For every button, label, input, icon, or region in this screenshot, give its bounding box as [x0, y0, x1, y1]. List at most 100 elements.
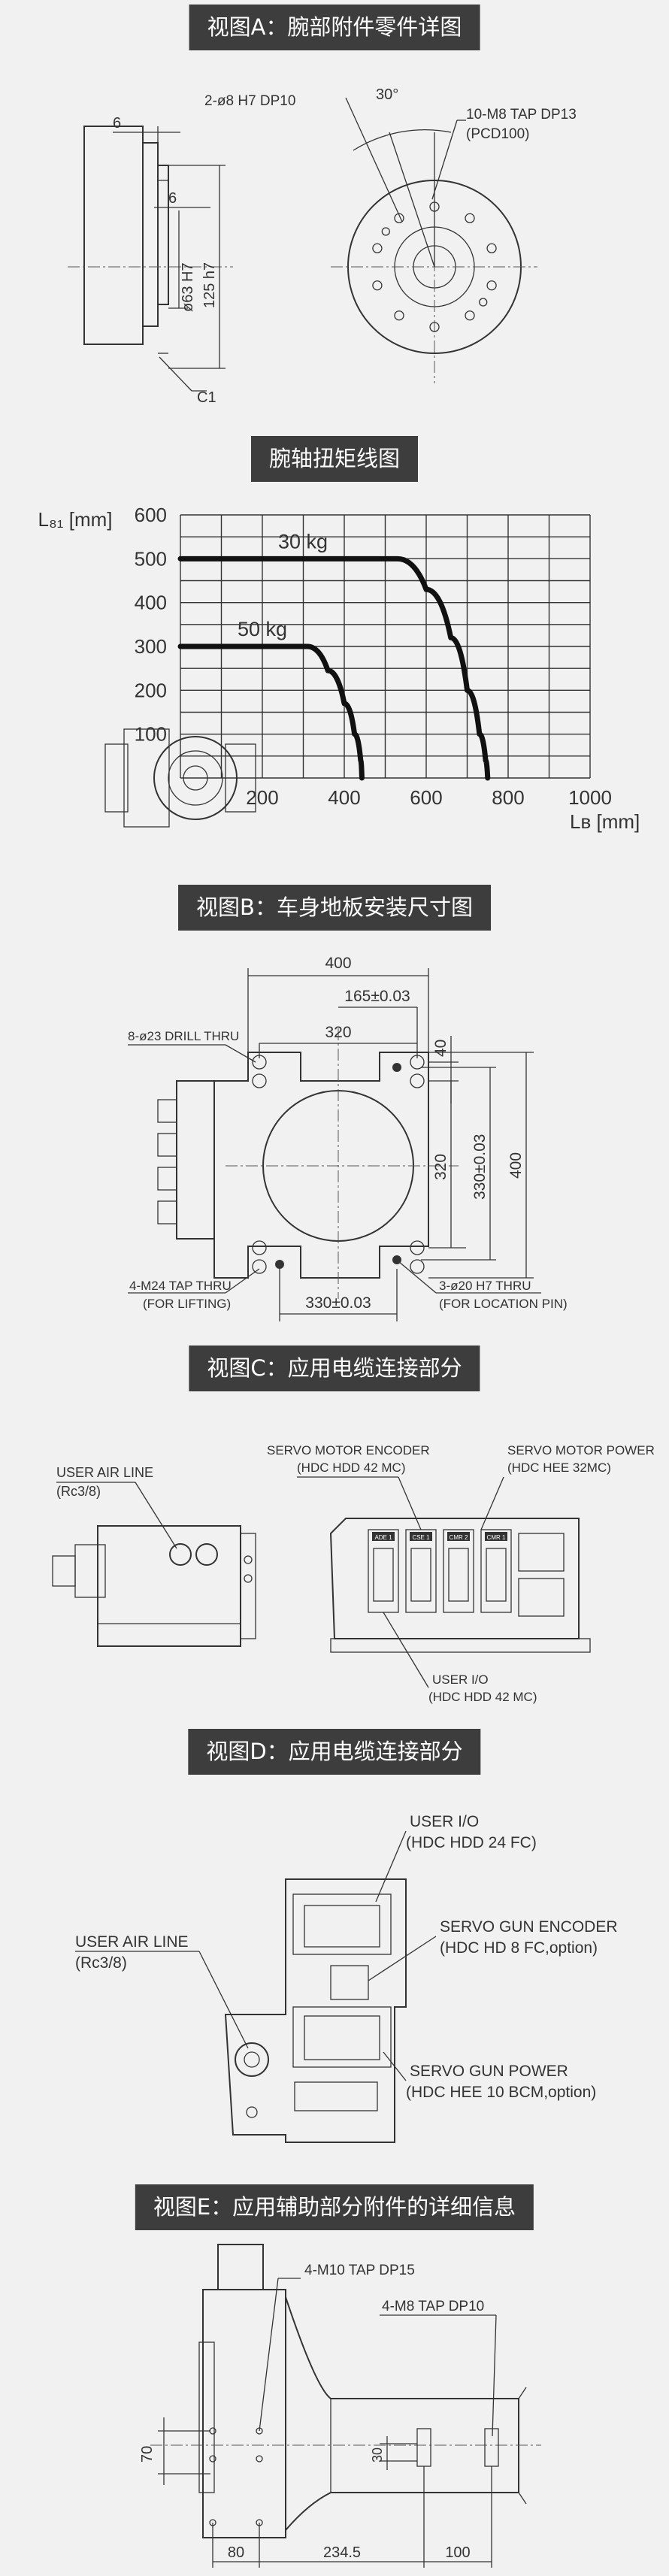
torque-chart: L₈₁ [mm] Lʙ [mm] 600 500 400 300 200 100 200 40…	[0, 489, 669, 849]
label-air-line-d: USER AIR LINE	[75, 1933, 189, 1951]
label-location-pin: (FOR LOCATION PIN)	[439, 1297, 568, 1311]
bolt-hole	[372, 243, 383, 253]
connector-ade1: ADE 1	[374, 1534, 392, 1541]
dim-dia63: ø63 H7	[180, 262, 196, 312]
base-plate	[157, 1028, 459, 1299]
section-c-drawing: USER AIR LINE (Rc3/8) ADE 1 CSE 1 CMR 2 …	[0, 1398, 669, 1729]
series-label-1: 30 kg	[278, 530, 328, 552]
label-gun-power: SERVO GUN POWER	[410, 2063, 568, 2080]
chart-ticks: 600 500 400 300 200 100 200 400 600 800 1000	[135, 504, 612, 809]
dim-400-right: 400	[507, 1152, 525, 1179]
label-power-spec-c: (HDC HEE 32MC)	[507, 1461, 611, 1475]
label-lifting: (FOR LIFTING)	[143, 1297, 231, 1311]
section-d-drawing: USER I/O (HDC HDD 24 FC) SERVO GUN ENCOD…	[0, 1781, 669, 2157]
label-encoder-c: SERVO MOTOR ENCODER	[267, 1443, 430, 1458]
connector-panel-c: ADE 1 CSE 1 CMR 2 CMR 1	[329, 1518, 591, 1653]
label-air-line-c: USER AIR LINE	[56, 1465, 153, 1480]
label-power-c: SERVO MOTOR POWER	[507, 1443, 655, 1458]
y-tick-label: 300	[135, 635, 167, 658]
y-tick-label: 100	[135, 723, 167, 746]
dim-330-bottom: 330±0.03	[305, 1294, 371, 1312]
x-axis-label: Lʙ [mm]	[570, 810, 640, 833]
x-tick-label: 200	[246, 786, 278, 809]
dowel-hole	[381, 227, 390, 236]
label-encoder-spec-c: (HDC HDD 42 MC)	[297, 1461, 406, 1475]
y-tick-label: 500	[135, 547, 167, 570]
dim-100: 100	[445, 2544, 470, 2561]
x-tick-label: 1000	[568, 786, 612, 809]
x-tick-label: 800	[492, 786, 524, 809]
section-a-drawing: 6 6 ø63 H7 125 h7 C1	[0, 60, 669, 413]
label-m24: 4-M24 TAP THRU	[129, 1279, 232, 1293]
dowel-hole	[479, 298, 488, 307]
section-b-drawing: 400 165±0.03 320 8-ø23 DRILL THRU 40 320…	[0, 938, 669, 1329]
label-gun-encoder: SERVO GUN ENCODER	[440, 1918, 618, 1936]
dim-125: 125 h7	[201, 262, 218, 308]
dim-330-right: 330±0.03	[471, 1134, 489, 1200]
series-line-2	[177, 643, 365, 781]
label-user-io-d: USER I/O	[410, 1813, 479, 1830]
dim-40: 40	[432, 1040, 450, 1057]
bolt-hole	[486, 243, 497, 253]
section-d-title: 视图D：应用电缆连接部分	[188, 1729, 481, 1775]
dim-6-top: 6	[113, 115, 121, 132]
y-tick-label: 600	[135, 504, 167, 526]
base-side-view	[52, 1525, 256, 1647]
label-user-io-spec-c: (HDC HDD 42 MC)	[428, 1690, 537, 1704]
dim-320-top: 320	[325, 1024, 351, 1041]
series-label-2: 50 kg	[238, 618, 287, 640]
y-axis-label: L₈₁ [mm]	[38, 508, 113, 531]
dim-400-top: 400	[325, 955, 351, 972]
section-c-title: 视图C：应用电缆连接部分	[189, 1346, 480, 1391]
section-e-title: 视图E：应用辅助部分附件的详细信息	[135, 2184, 534, 2230]
bolt-hole	[465, 310, 475, 321]
bolt-hole-pattern	[372, 201, 497, 332]
dim-320-right: 320	[432, 1154, 450, 1180]
bolt-hole	[486, 280, 497, 291]
label-m10: 4-M10 TAP DP15	[304, 2263, 415, 2278]
label-air-size-c: (Rc3/8)	[56, 1484, 101, 1499]
flange-front-view: 30° 2-ø8 H7 DP10 10-M8 TAP DP13 (PCD100)	[204, 86, 577, 383]
y-tick-label: 200	[135, 679, 167, 701]
bolt-hole	[465, 213, 475, 223]
section-b-title: 视图B：车身地板安装尺寸图	[178, 885, 491, 931]
label-pcd: (PCD100)	[466, 126, 529, 142]
bolt-hole	[394, 310, 404, 321]
label-user-io-c: USER I/O	[432, 1672, 489, 1687]
bolt-hole	[394, 213, 404, 223]
chart-series: 30 kg 50 kg	[177, 530, 491, 781]
forearm-side-view	[150, 2244, 541, 2538]
label-pin: 3-ø20 H7 THRU	[439, 1279, 531, 1293]
connector-panel-d	[224, 1878, 407, 2143]
connector-cmr2: CMR 2	[450, 1534, 468, 1541]
label-air-size-d: (Rc3/8)	[75, 1954, 127, 1972]
dim-234: 234.5	[323, 2544, 361, 2561]
x-tick-label: 600	[410, 786, 442, 809]
bolt-hole	[372, 280, 383, 291]
section-torque-title: 腕轴扭矩线图	[250, 436, 419, 482]
bolt-hole	[429, 322, 440, 332]
dim-80: 80	[228, 2544, 244, 2561]
label-m8: 4-M8 TAP DP10	[382, 2299, 484, 2314]
dim-6-mid: 6	[168, 190, 177, 207]
label-drill: 8-ø23 DRILL THRU	[128, 1029, 239, 1043]
connector-cse1: CSE 1	[412, 1534, 430, 1541]
label-hole8: 2-ø8 H7 DP10	[204, 93, 295, 109]
label-user-io-spec-d: (HDC HDD 24 FC)	[406, 1834, 537, 1851]
section-a-title: 视图A：腕部附件零件详图	[189, 5, 480, 50]
label-gun-power-spec: (HDC HEE 10 BCM,option)	[406, 2084, 596, 2101]
y-tick-label: 400	[135, 592, 167, 614]
label-gun-encoder-spec: (HDC HD 8 FC,option)	[440, 1939, 598, 1957]
label-tap-m8: 10-M8 TAP DP13	[466, 107, 577, 123]
angle-30: 30°	[376, 86, 398, 103]
x-tick-label: 400	[328, 786, 360, 809]
flange-side-view: 6 6 ø63 H7 125 h7 C1	[68, 115, 233, 406]
bolt-hole	[429, 201, 440, 212]
section-e-drawing: 4-M10 TAP DP15 4-M8 TAP DP10 70 30 80 23…	[0, 2237, 669, 2576]
dim-30: 30	[370, 2447, 385, 2462]
connector-cmr1: CMR 1	[487, 1534, 506, 1541]
dim-70: 70	[139, 2446, 156, 2462]
dim-165: 165±0.03	[344, 988, 410, 1005]
dim-c1: C1	[197, 389, 216, 406]
series-line-1	[177, 555, 491, 781]
